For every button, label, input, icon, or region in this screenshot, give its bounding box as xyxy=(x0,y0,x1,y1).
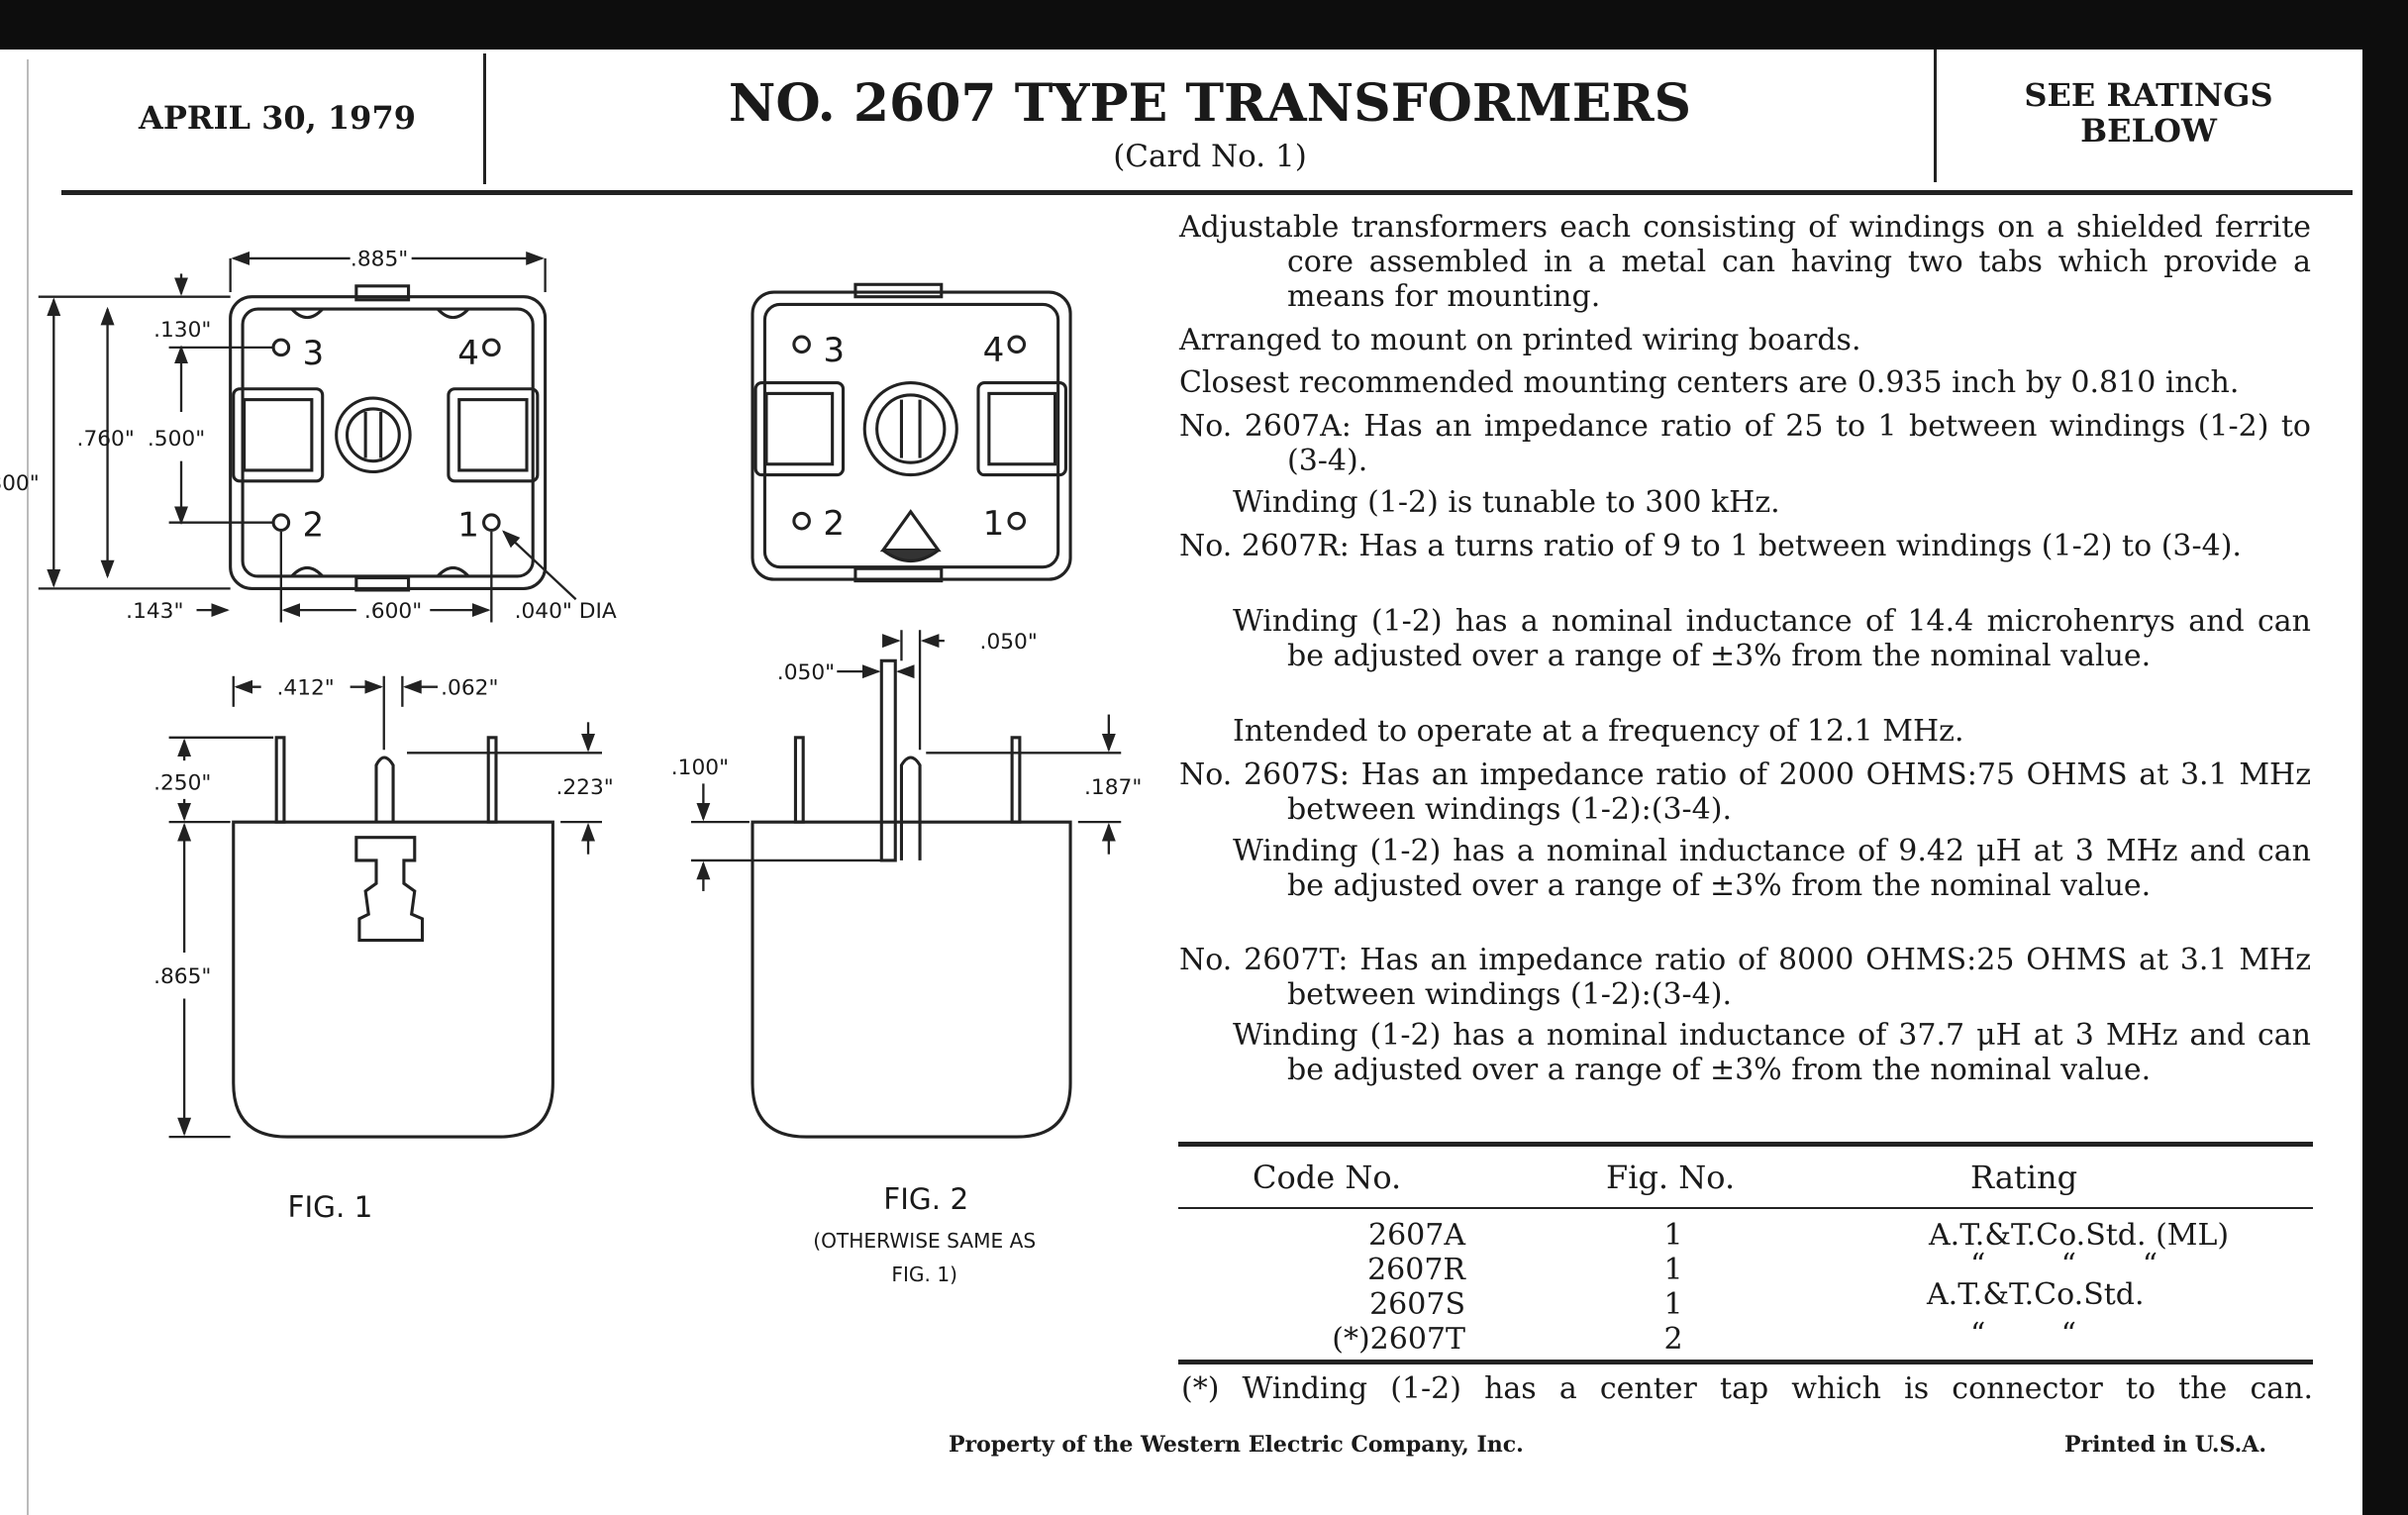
table-bottom-rule xyxy=(1178,1360,2313,1364)
fig1-pin-label: 2 xyxy=(303,506,325,546)
description-paragraph: No. 2607A: Has an impedance ratio of 25 … xyxy=(1179,409,2311,478)
fig1-dim-250: .250" xyxy=(153,771,211,796)
fig1-dim-600: .600" xyxy=(364,599,422,624)
table-row-rating: A.T.&T.Co.Std. xyxy=(1927,1277,2145,1312)
description-paragraph: Adjustable transformers each consisting … xyxy=(1179,210,2311,314)
paragraph-text: Closest recommended mounting centers are… xyxy=(1179,365,2240,400)
table-row-fig: 1 xyxy=(1663,1218,1683,1253)
table-footnote: (*) Winding (1-2) has a center tap which… xyxy=(1181,1371,2313,1406)
fig2-dim-050a: .050" xyxy=(777,660,835,685)
table-row-rating: A.T.&T.Co.Std. (ML) xyxy=(1929,1218,2230,1253)
fig1-dim-143: .143" xyxy=(126,599,183,624)
fig1-pin-label: 1 xyxy=(457,506,479,546)
fig2-top-view xyxy=(751,282,1072,583)
scan-border-top xyxy=(0,0,2408,50)
table-row-rating: “ “ xyxy=(1970,1317,2076,1352)
paragraph-text: No. 2607A: Has an impedance ratio of 25 … xyxy=(1179,409,2311,478)
fig1-dim-062: .062" xyxy=(441,675,498,700)
table-row-code: 2607R xyxy=(1367,1253,1465,1287)
fig2-dim-187: .187" xyxy=(1084,775,1142,800)
header-rule xyxy=(61,190,2353,195)
table-row-code: 2607S xyxy=(1369,1287,1465,1322)
ratings-note-line: SEE RATINGS xyxy=(2024,76,2273,114)
card-edge xyxy=(27,59,29,1515)
ratings-note-line: BELOW xyxy=(2080,112,2217,150)
table-row-code: (*)2607T xyxy=(1332,1322,1465,1357)
fig2-pin-label: 2 xyxy=(823,504,845,544)
fig2-dim-050b: .050" xyxy=(980,630,1038,655)
fig1-top-view xyxy=(229,284,548,592)
header-divider xyxy=(483,53,486,184)
table-header-code: Code No. xyxy=(1253,1159,1402,1196)
fig1-caption: FIG. 1 xyxy=(288,1190,373,1224)
paragraph-text: Arranged to mount on printed wiring boar… xyxy=(1179,323,1861,357)
fig2-pin-label: 4 xyxy=(983,331,1005,370)
fig2-pin-label: 3 xyxy=(823,331,845,370)
fig1-dim-width: .885" xyxy=(351,248,408,272)
table-header-fig: Fig. No. xyxy=(1606,1159,1736,1196)
paragraph-text: Winding (1-2) is tunable to 300 kHz. xyxy=(1233,485,1780,520)
description-paragraph: Arranged to mount on printed wiring boar… xyxy=(1179,323,2311,357)
table-header-rule xyxy=(1178,1207,2313,1209)
footer-printed: Printed in U.S.A. xyxy=(2064,1432,2267,1458)
fig1-dim-130: .130" xyxy=(153,318,211,343)
fig1-dim-800: .800" xyxy=(0,471,40,496)
fig2-side-view xyxy=(751,658,1072,1139)
table-header-rating: Rating xyxy=(1970,1159,2078,1196)
scan-border-right xyxy=(2362,0,2408,1515)
paragraph-text: Intended to operate at a frequency of 12… xyxy=(1233,714,1964,749)
fig1-dim-412: .412" xyxy=(276,675,334,700)
fig2-pin-label: 1 xyxy=(983,504,1005,544)
fig1-dim-dia: .040" DIA xyxy=(515,599,617,624)
fig2-caption: FIG. 2 xyxy=(883,1182,968,1216)
table-row-fig: 1 xyxy=(1663,1287,1683,1322)
card-date: APRIL 30, 1979 xyxy=(139,99,416,137)
description-paragraph: Winding (1-2) has a nominal inductance o… xyxy=(1233,834,2311,903)
description-paragraph: Winding (1-2) is tunable to 300 kHz. xyxy=(1233,485,2311,520)
fig1-dimension-lines xyxy=(38,251,577,623)
fig1-side-view xyxy=(232,736,554,1139)
description-paragraph: Closest recommended mounting centers are… xyxy=(1179,365,2311,400)
table-row-rating: “ “ “ xyxy=(1970,1248,2158,1282)
fig1-dim-865: .865" xyxy=(153,964,211,989)
description-paragraph: Winding (1-2) has a nominal inductance o… xyxy=(1233,1018,2311,1087)
fig1-pin-label: 3 xyxy=(303,334,325,373)
description-paragraph: Winding (1-2) has a nominal inductance o… xyxy=(1233,604,2311,673)
paragraph-text: Winding (1-2) has a nominal inductance o… xyxy=(1233,1018,2311,1087)
fig2-dimension-lines xyxy=(690,630,1122,891)
fig1-dim-760: .760" xyxy=(77,427,135,452)
paragraph-text: Winding (1-2) has a nominal inductance o… xyxy=(1233,834,2311,903)
paragraph-text: No. 2607T: Has an impedance ratio of 800… xyxy=(1179,943,2311,1012)
ratings-note: SEE RATINGS BELOW xyxy=(1941,77,2357,149)
paragraph-text: No. 2607R: Has a turns ratio of 9 to 1 b… xyxy=(1179,529,2242,563)
paragraph-text: No. 2607S: Has an impedance ratio of 200… xyxy=(1179,758,2311,827)
table-row-fig: 1 xyxy=(1663,1253,1683,1287)
description-paragraph: No. 2607T: Has an impedance ratio of 800… xyxy=(1179,943,2311,1012)
fig1-dim-500: .500" xyxy=(148,427,205,452)
header-divider xyxy=(1934,50,1937,182)
description-paragraph: Intended to operate at a frequency of 12… xyxy=(1233,714,2311,749)
table-row-code: 2607A xyxy=(1367,1218,1465,1253)
paragraph-text: Winding (1-2) has a nominal inductance o… xyxy=(1233,604,2311,673)
fig2-dim-100: .100" xyxy=(671,756,729,780)
table-row-fig: 2 xyxy=(1663,1322,1683,1357)
page-title: NO. 2607 TYPE TRANSFORMERS xyxy=(728,73,1692,134)
table-top-rule xyxy=(1178,1142,2313,1147)
fig2-note: (OTHERWISE SAME AS xyxy=(813,1229,1036,1253)
fig1-side-dimension-lines xyxy=(168,675,602,1139)
description-paragraph: No. 2607R: Has a turns ratio of 9 to 1 b… xyxy=(1179,529,2311,563)
fig1-dim-223: .223" xyxy=(555,775,613,800)
fig2-note: FIG. 1) xyxy=(891,1262,957,1286)
paragraph-text: Adjustable transformers each consisting … xyxy=(1179,210,2311,314)
fig1-pin-label: 4 xyxy=(457,334,479,373)
description-paragraph: No. 2607S: Has an impedance ratio of 200… xyxy=(1179,758,2311,827)
card-number: (Card No. 1) xyxy=(1113,139,1307,174)
footer-property: Property of the Western Electric Company… xyxy=(949,1432,1524,1458)
